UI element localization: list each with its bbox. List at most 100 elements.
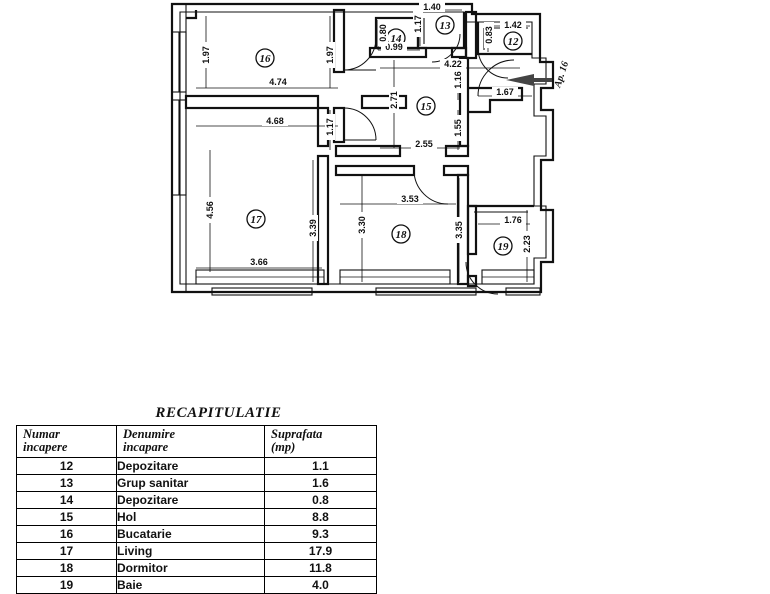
dimension-label: 3.53 <box>401 194 419 204</box>
room-number-label-18: 18 <box>396 229 408 241</box>
column-header-area: Suprafata (mp) <box>264 425 377 458</box>
dimension-label: 1.67 <box>496 87 514 97</box>
cell-room-area: 8.8 <box>264 508 377 526</box>
cell-room-name: Living <box>116 542 265 560</box>
room-number-label-12: 12 <box>508 36 520 48</box>
cell-room-name: Bucatarie <box>116 525 265 543</box>
room-number-label-14: 14 <box>391 33 403 45</box>
apartment-label: Ap. 16 <box>552 60 571 90</box>
column-header-number: Numar incapere <box>16 425 117 458</box>
dimension-label: 2.55 <box>415 139 433 149</box>
dimension-label: 4.74 <box>269 77 287 87</box>
column-header-name: Denumire incapare <box>116 425 265 458</box>
dimension-label: 1.97 <box>325 46 335 64</box>
dimension-label-bg <box>522 231 532 257</box>
dimension-label: 1.17 <box>325 118 335 136</box>
cell-room-area: 9.3 <box>264 525 377 543</box>
cell-room-name: Depozitare <box>116 457 265 475</box>
cell-room-number: 12 <box>16 457 117 475</box>
room-number-circle <box>493 236 513 256</box>
windows <box>195 269 541 296</box>
door-swings <box>343 33 509 295</box>
dimension-label: 2.71 <box>389 91 399 109</box>
cell-room-number: 16 <box>16 525 117 543</box>
dimension-label-bg <box>500 215 526 225</box>
cell-room-area: 17.9 <box>264 542 377 560</box>
cell-room-number: 18 <box>16 559 117 577</box>
dimension-label: 1.76 <box>504 215 522 225</box>
room-17-walls <box>316 154 330 286</box>
recapitulatie-title: RECAPITULATIE <box>155 405 282 421</box>
dimension-label-bg <box>453 67 463 93</box>
dimension-label-bg <box>413 11 423 37</box>
header-row: Numar incapere Denumire incapare Suprafa… <box>16 425 377 458</box>
cell-room-area: 4.0 <box>264 576 377 594</box>
dimension-label-bg <box>201 42 211 68</box>
dimension-label: 1.55 <box>453 119 463 137</box>
cell-room-name: Depozitare <box>116 491 265 509</box>
cell-room-name: Dormitor <box>116 559 265 577</box>
cell-room-name: Baie <box>116 576 265 594</box>
exterior-walls <box>170 2 555 294</box>
dimension-label-bg <box>246 257 272 267</box>
room-number-circle <box>416 96 436 116</box>
dimension-label-bg <box>419 2 445 12</box>
cell-room-number: 14 <box>16 491 117 509</box>
header-name-line1: Denumire <box>123 427 176 441</box>
entrance-arrow-icon <box>477 59 552 97</box>
dimension-label: 1.17 <box>413 15 423 33</box>
header-area-line1: Suprafata <box>271 427 323 441</box>
dimension-label: 0.83 <box>484 26 494 44</box>
recapitulatie-table: Numar incapere Denumire incapare Suprafa… <box>16 425 377 594</box>
dimension-label-bg <box>357 212 367 238</box>
cell-room-number: 15 <box>16 508 117 526</box>
dimension-label-bg <box>378 20 388 46</box>
horizontal-dimension-group: 4.744.681.400.991.424.221.672.553.663.53… <box>246 2 526 267</box>
dimension-label-bg <box>265 77 291 87</box>
dimension-label: 4.56 <box>205 201 215 219</box>
dimension-label-bg <box>411 139 437 149</box>
cell-room-number: 13 <box>16 474 117 492</box>
dimension-label-bg <box>440 59 466 69</box>
dimension-label: 3.39 <box>308 219 318 237</box>
dimension-label-bg <box>325 42 335 68</box>
dimension-label-bg <box>397 194 423 204</box>
left-wall-shaft <box>171 4 187 292</box>
cell-room-name: Grup sanitar <box>116 474 265 492</box>
room-number-label-19: 19 <box>498 241 510 253</box>
dimension-label: 3.30 <box>357 216 367 234</box>
cell-room-area: 0.8 <box>264 491 377 509</box>
recapitulatie-section: RECAPITULATIE Numar incapere Denumire in… <box>16 405 377 594</box>
dimension-label: 0.80 <box>378 24 388 42</box>
dimension-label-bg <box>453 115 463 141</box>
room-number-label-15: 15 <box>421 101 433 113</box>
room-16-walls <box>184 8 408 144</box>
dimension-label-bg <box>308 215 318 241</box>
cell-room-name: Hol <box>116 508 265 526</box>
dimension-label: 2.23 <box>522 235 532 253</box>
cell-room-number: 17 <box>16 542 117 560</box>
cell-room-area: 1.6 <box>264 474 377 492</box>
header-area-line2: (mp) <box>271 440 296 454</box>
cell-room-area: 11.8 <box>264 559 377 577</box>
room-number-circle <box>255 48 275 68</box>
dimension-label-bg <box>500 20 526 30</box>
room-number-label-13: 13 <box>440 20 452 32</box>
room-number-label-17: 17 <box>251 214 263 226</box>
room-19-walls <box>466 204 534 288</box>
dimension-label-bg <box>454 217 464 243</box>
cell-room-area: 1.1 <box>264 457 377 475</box>
dimension-label-bg <box>484 22 494 48</box>
room-number-circle <box>503 31 523 51</box>
dimension-label-bg <box>325 114 335 140</box>
dimension-label: 3.66 <box>250 257 268 267</box>
